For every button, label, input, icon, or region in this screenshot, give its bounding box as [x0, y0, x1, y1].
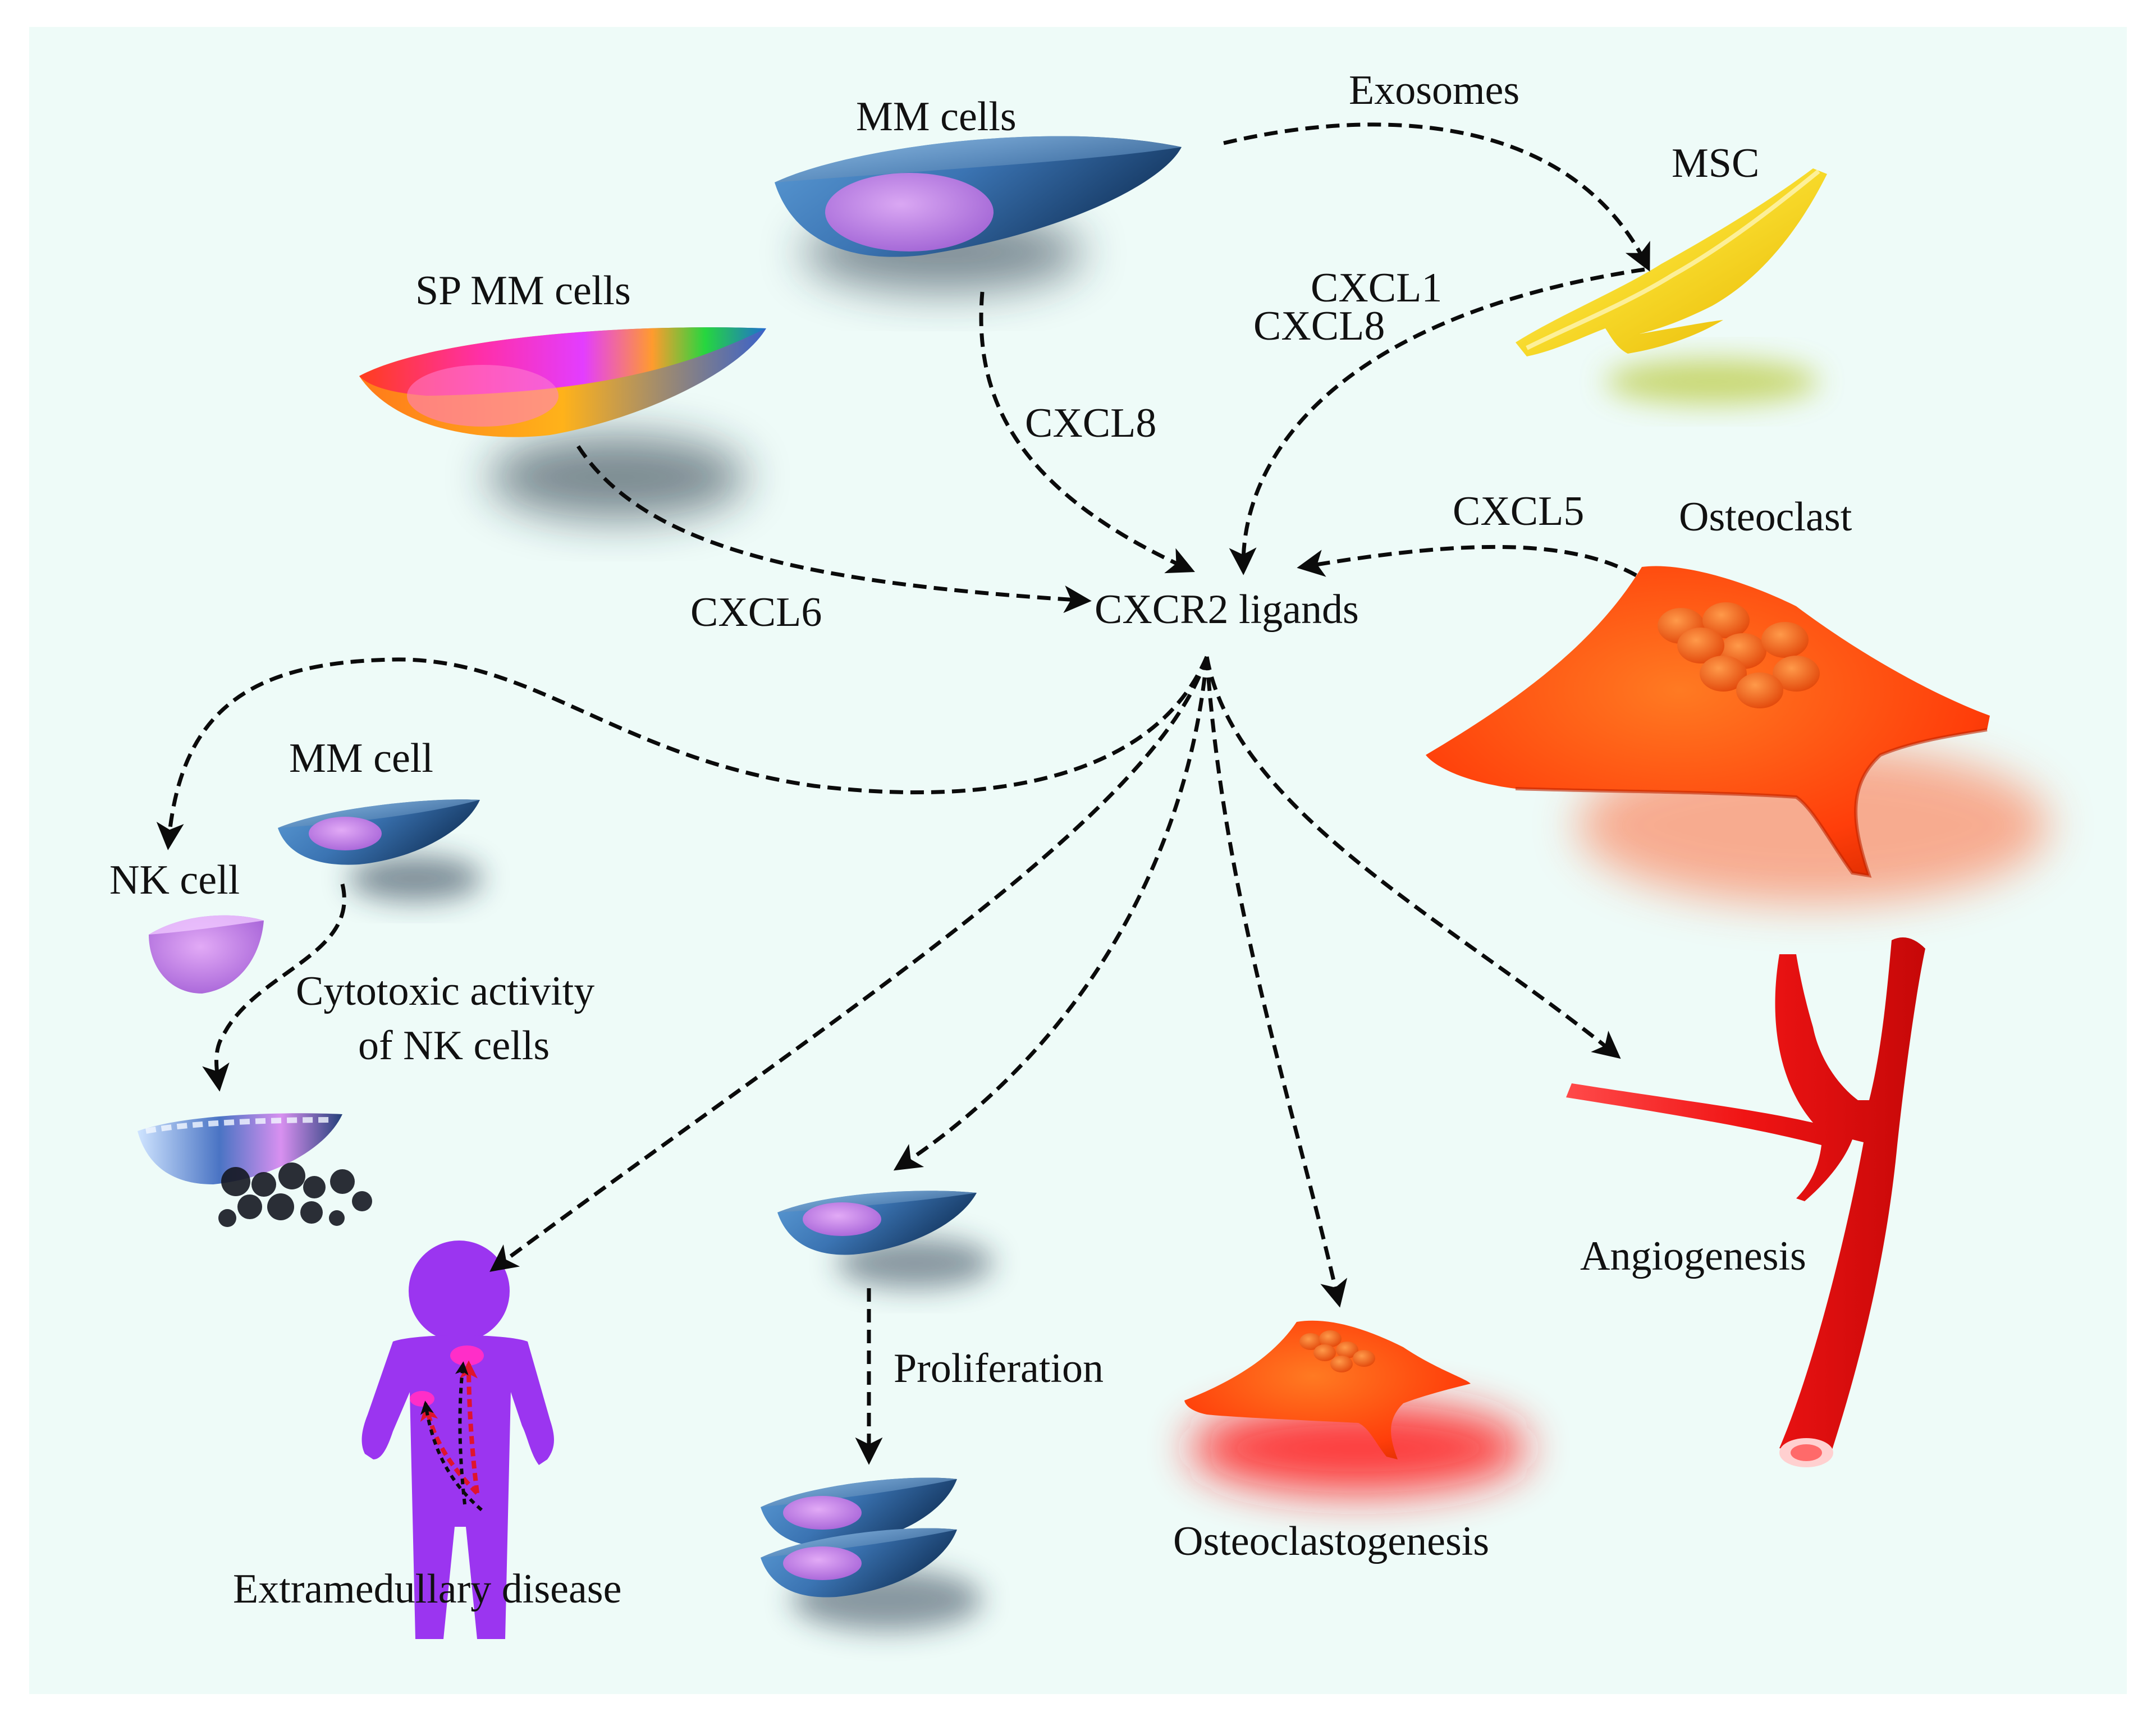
- label-mm-cell: MM cell: [289, 735, 433, 781]
- arrow-cxcr2-to-extramedullary: [489, 656, 1209, 1272]
- sp-mm-cells-illustration: [359, 327, 766, 519]
- label-osteoclastogenesis: Osteoclastogenesis: [1173, 1518, 1489, 1564]
- label-cxcl8-msc: CXCL8: [1253, 303, 1385, 349]
- label-cxcl8-mm: CXCL8: [1025, 400, 1156, 446]
- blood-vessel-illustration: [1566, 937, 1925, 1467]
- apoptotic-debris: [218, 1162, 372, 1227]
- arrow-mm-cell-to-lysed: [202, 884, 346, 1092]
- arrow-cxcr2-to-angiogenesis: [1205, 656, 1621, 1059]
- osteoclast-nuclei: [1658, 602, 1820, 708]
- arrow-mm-to-msc: [1223, 122, 1650, 272]
- proliferating-cell-illustration: [777, 1191, 994, 1288]
- arrow-cxcr2-to-osteoclastogenesis: [1205, 656, 1348, 1308]
- mm-cell-illustration: [278, 799, 483, 901]
- label-extramedullary-disease: Extramedullary disease: [233, 1566, 621, 1612]
- label-msc: MSC: [1672, 140, 1759, 186]
- daughter-cells-illustration: [761, 1477, 982, 1631]
- label-angiogenesis: Angiogenesis: [1580, 1233, 1806, 1279]
- label-cytotoxic-line2: of NK cells: [358, 1023, 550, 1069]
- lysed-mm-cell-illustration: [138, 1113, 372, 1227]
- arrow-spmm-to-cxcr2: [576, 445, 1092, 614]
- label-cxcl6: CXCL6: [690, 589, 822, 635]
- label-nk-cell: NK cell: [109, 857, 240, 903]
- label-proliferation: Proliferation: [894, 1345, 1104, 1392]
- msc-illustration: [1516, 168, 1827, 404]
- osteoclast-illustration: [1426, 566, 2049, 904]
- small-osteoclast-nuclei: [1299, 1330, 1375, 1372]
- arrows: [156, 122, 1650, 1465]
- label-cytotoxic-line1: Cytotoxic activity: [296, 968, 594, 1014]
- mm-cells-illustration: [775, 136, 1182, 292]
- label-mm-cells: MM cells: [856, 94, 1017, 140]
- arrow-msc-to-cxcr2: [1229, 267, 1645, 575]
- label-osteoclast: Osteoclast: [1679, 494, 1852, 540]
- nk-cell-illustration: [149, 915, 264, 994]
- arrow-mm-to-cxcr2: [979, 291, 1195, 574]
- arrow-osteoclast-to-cxcr2: [1297, 544, 1637, 578]
- arrow-cxcr2-to-proliferation: [893, 656, 1209, 1171]
- osteoclastogenesis-illustration: [1184, 1320, 1527, 1493]
- label-cxcl1: CXCL1: [1311, 265, 1442, 311]
- label-cxcl5: CXCL5: [1453, 488, 1584, 534]
- label-exosomes: Exosomes: [1349, 67, 1519, 113]
- label-sp-mm-cells: SP MM cells: [415, 268, 631, 314]
- human-figure-illustration: [361, 1241, 554, 1639]
- arrow-cxcr2-to-nk-cell: [156, 656, 1209, 850]
- labels: MM cells Exosomes MSC SP MM cells CXCL1 …: [109, 67, 1852, 1612]
- label-cxcr2-ligands: CXCR2 ligands: [1095, 587, 1359, 633]
